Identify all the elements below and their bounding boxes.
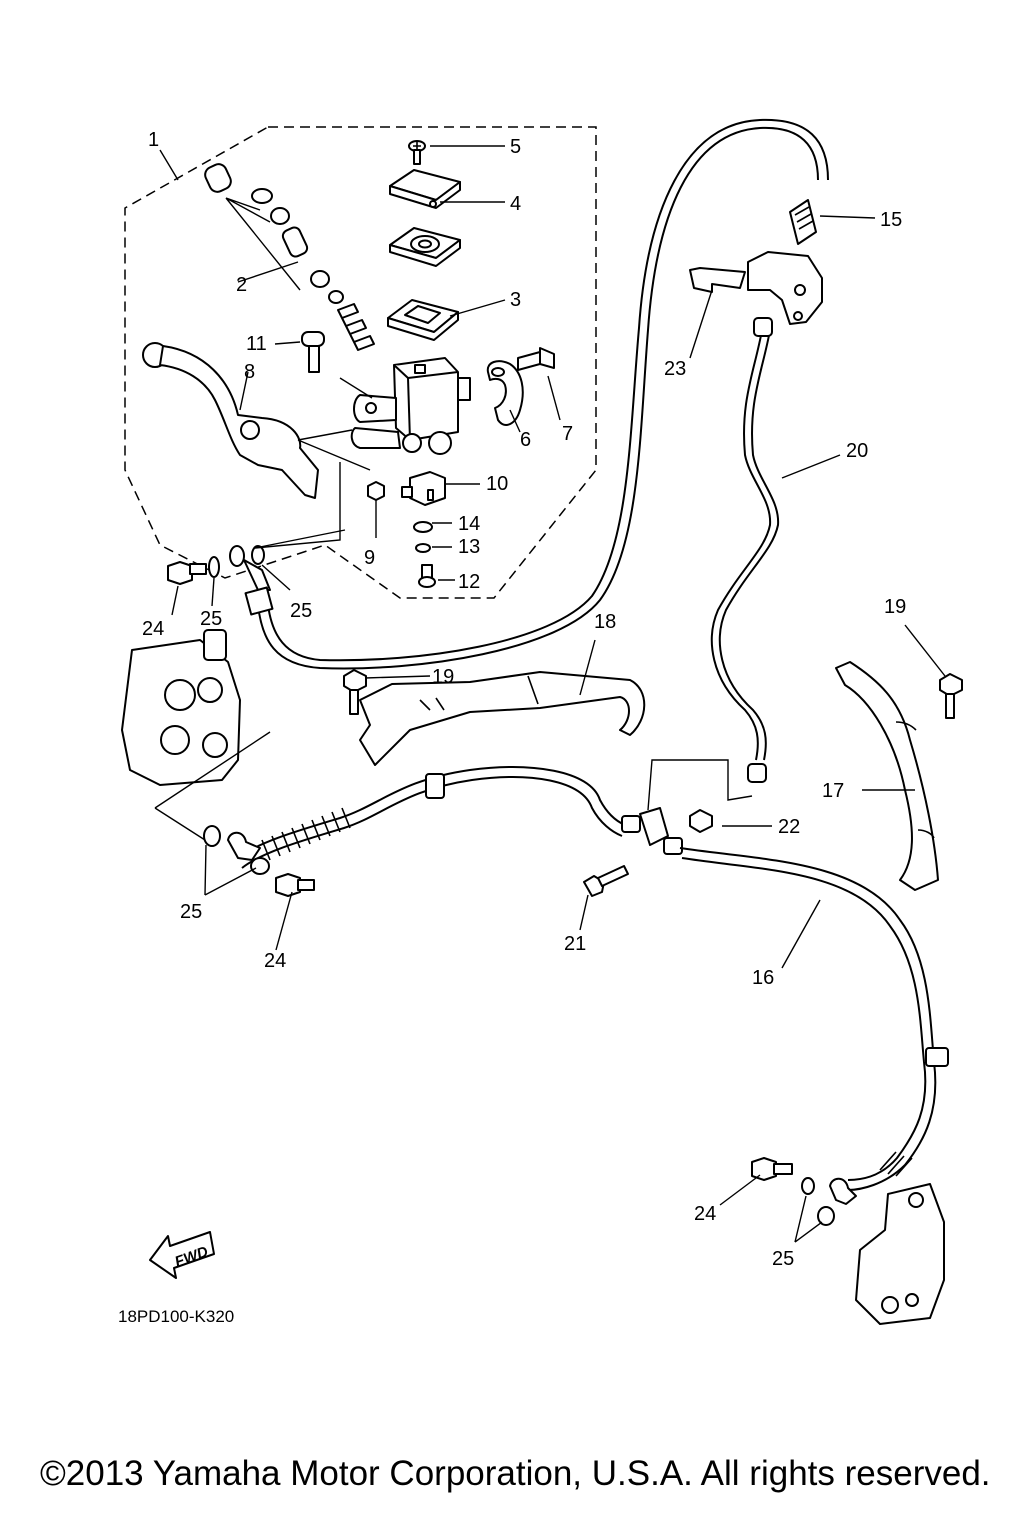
diagram-code: 18PD100-K320 <box>118 1307 234 1326</box>
master-cylinder-body <box>350 357 471 455</box>
upper-brake-hose-inner <box>267 118 829 662</box>
brake-switch <box>401 471 446 506</box>
hose-guide-18 <box>359 671 646 766</box>
hose-joint-block <box>583 807 713 897</box>
brake-pipe-20 <box>710 317 780 783</box>
bolt-19-left <box>343 669 367 715</box>
callout-3: 3 <box>510 289 521 311</box>
callout-11: 11 <box>246 333 267 355</box>
callout-1: 1 <box>148 129 159 151</box>
callout-21: 21 <box>564 933 586 955</box>
callout-7: 7 <box>562 423 573 445</box>
callout-24a: 24 <box>142 618 164 640</box>
piston-kit <box>204 163 375 351</box>
right-lower-banjo <box>751 1157 857 1226</box>
assembly-boundary <box>124 126 597 599</box>
pivot-bolt <box>301 331 325 373</box>
callout-24c: 24 <box>694 1203 716 1225</box>
callout-25a: 25 <box>200 608 222 630</box>
hose-bracket <box>747 251 823 325</box>
callout-2: 2 <box>236 274 247 296</box>
left-lower-banjo <box>203 825 315 897</box>
left-brake-caliper <box>121 629 241 786</box>
callout-labels: 1 2 3 4 5 6 7 8 9 10 11 12 13 14 15 16 1… <box>142 129 906 1270</box>
callout-14: 14 <box>458 513 480 535</box>
callout-23: 23 <box>664 358 686 380</box>
lower-right-hose <box>679 847 949 1191</box>
clip-23 <box>689 267 746 293</box>
callout-10: 10 <box>486 473 508 495</box>
callout-15: 15 <box>880 209 902 231</box>
copyright-notice: ©2013 Yamaha Motor Corporation, U.S.A. A… <box>40 1454 991 1493</box>
right-brake-caliper <box>855 1183 945 1325</box>
diaphragm-holder <box>389 227 461 267</box>
callout-5: 5 <box>510 136 521 158</box>
callout-6: 6 <box>520 429 531 451</box>
callout-22: 22 <box>778 816 800 838</box>
callout-4: 4 <box>510 193 521 215</box>
callout-19b: 19 <box>884 596 906 618</box>
bolt-19-right <box>939 673 963 719</box>
callout-24b: 24 <box>264 950 286 972</box>
forward-arrow-icon: FWD <box>149 1231 215 1279</box>
callout-25b: 25 <box>290 600 312 622</box>
callout-12: 12 <box>458 571 480 593</box>
hose-guide-17 <box>835 661 939 891</box>
callout-19a: 19 <box>432 666 454 688</box>
cap-screw <box>408 140 426 165</box>
callout-17: 17 <box>822 780 844 802</box>
brake-lever <box>142 342 319 499</box>
callout-25d: 25 <box>772 1248 794 1270</box>
callout-13: 13 <box>458 536 480 558</box>
left-upper-banjo <box>167 545 274 616</box>
callout-18: 18 <box>594 611 616 633</box>
handlebar-clamp <box>486 360 524 426</box>
diaphragm <box>387 299 459 341</box>
hose-joint-15 <box>789 199 817 245</box>
callout-25c: 25 <box>180 901 202 923</box>
callout-20: 20 <box>846 440 868 462</box>
callout-9: 9 <box>364 547 375 569</box>
clamp-bolt <box>517 347 555 371</box>
leader-lines <box>154 145 946 1243</box>
small-hardware <box>367 481 436 588</box>
upper-brake-hose <box>257 126 819 670</box>
callout-8: 8 <box>244 361 255 383</box>
lower-left-hose <box>237 766 626 869</box>
callout-16: 16 <box>752 967 774 989</box>
